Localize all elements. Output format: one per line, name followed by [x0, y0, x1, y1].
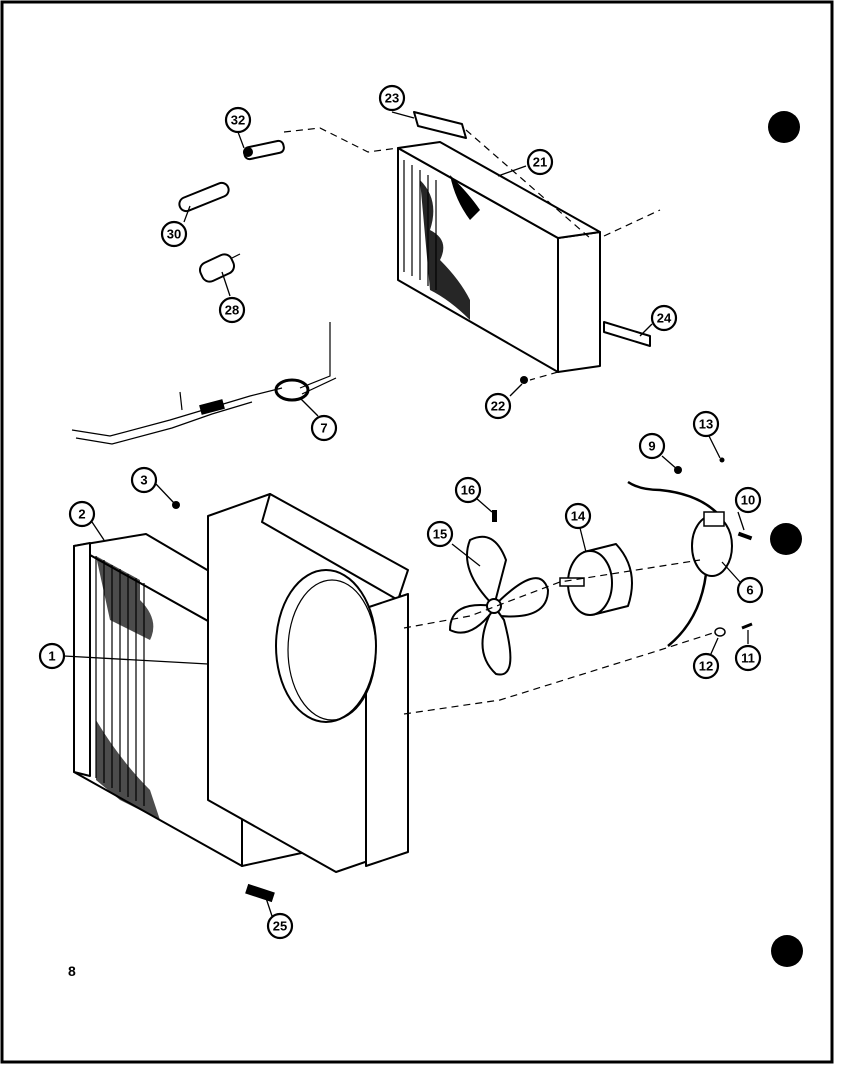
rail-part-24	[603, 321, 651, 347]
callout-1-label: 1	[48, 649, 55, 664]
callout-9-label: 9	[648, 439, 655, 454]
screw-part-22	[520, 376, 528, 384]
callout-1: 1	[38, 642, 66, 670]
assembly-lines	[283, 127, 717, 715]
callout-13: 13	[692, 410, 720, 438]
callout-2-label: 2	[78, 507, 85, 522]
callout-16: 16	[454, 476, 482, 504]
page-number: 8	[68, 963, 76, 979]
callout-15-label: 15	[433, 527, 447, 542]
binder-hole-middle	[770, 523, 802, 555]
callout-15: 15	[426, 520, 454, 548]
drier-part-28	[198, 253, 241, 283]
callout-2: 2	[68, 500, 96, 528]
callout-3: 3	[130, 466, 158, 494]
callout-23-label: 23	[385, 91, 399, 106]
set-screw-part-16	[492, 510, 497, 522]
callout-13-label: 13	[699, 417, 713, 432]
callout-21: 21	[526, 148, 554, 176]
screw-part-11	[741, 622, 753, 630]
callout-30-label: 30	[167, 227, 181, 242]
drain-part-25	[245, 883, 275, 903]
callout-22-label: 22	[491, 399, 505, 414]
callout-14: 14	[564, 502, 592, 530]
callout-21-label: 21	[533, 155, 547, 170]
binder-hole-bottom	[771, 935, 803, 967]
tube-part-30	[178, 181, 230, 213]
leader-lines	[63, 111, 749, 917]
callout-7: 7	[310, 414, 338, 442]
callout-25: 25	[266, 912, 294, 940]
callout-7-label: 7	[320, 421, 327, 436]
callout-10-label: 10	[741, 493, 755, 508]
screw-part-10	[737, 531, 753, 541]
binder-hole-top	[768, 111, 800, 143]
motor-mount-part-6	[627, 480, 733, 647]
fitting-part-32	[243, 139, 285, 161]
callout-25-label: 25	[273, 919, 287, 934]
callout-24: 24	[650, 304, 678, 332]
capillary-assembly-part-7	[71, 322, 337, 445]
callout-6: 6	[736, 576, 764, 604]
callout-32-label: 32	[231, 113, 245, 128]
fan-shroud	[207, 493, 409, 873]
callout-11: 11	[734, 644, 762, 672]
washer-part-12	[714, 627, 726, 637]
callout-22: 22	[484, 392, 512, 420]
callout-10: 10	[734, 486, 762, 514]
callout-24-label: 24	[657, 311, 672, 326]
callout-30: 30	[160, 220, 188, 248]
condenser-coil-part-21	[397, 141, 601, 373]
callout-11-label: 11	[741, 651, 755, 666]
callout-28: 28	[218, 296, 246, 324]
callout-28-label: 28	[225, 303, 239, 318]
screw-part-13	[719, 457, 725, 463]
fan-motor-part-14	[559, 543, 633, 616]
callout-14-label: 14	[571, 509, 586, 524]
fan-blade-part-15	[449, 535, 549, 676]
callout-3-label: 3	[140, 473, 147, 488]
callout-9: 9	[638, 432, 666, 460]
callout-12-label: 12	[699, 659, 713, 674]
callout-23: 23	[378, 84, 406, 112]
callout-16-label: 16	[461, 483, 475, 498]
callout-12: 12	[692, 652, 720, 680]
callout-6-label: 6	[746, 583, 753, 598]
callout-32: 32	[224, 106, 252, 134]
bracket-part-23	[413, 111, 467, 139]
